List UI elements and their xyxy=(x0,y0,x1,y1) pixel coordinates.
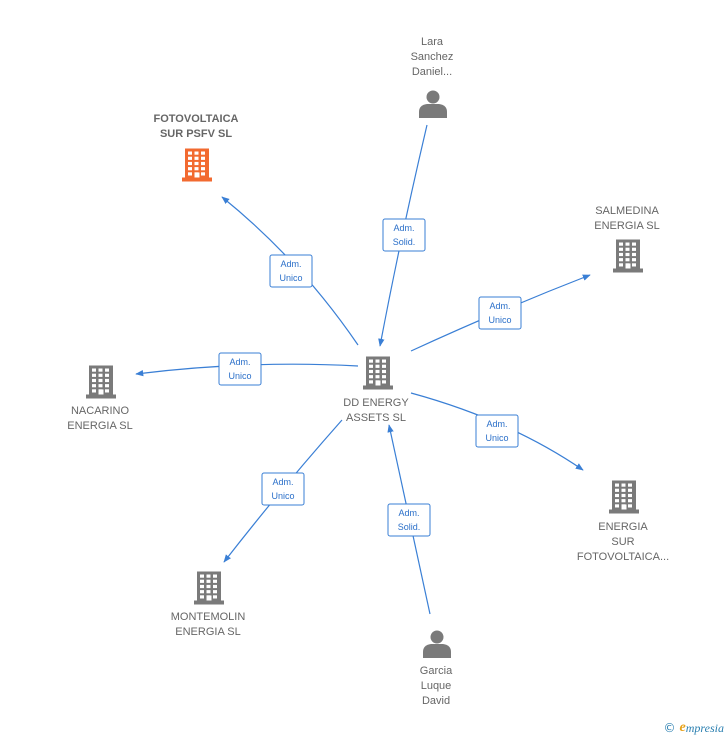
edge-label-box[interactable] xyxy=(218,352,262,386)
edges-layer: Adm.UnicoAdm.Solid.Adm.UnicoAdm.UnicoAdm… xyxy=(135,124,591,615)
node-label-line: DD ENERGY xyxy=(343,397,409,409)
node-energia_sur[interactable]: ENERGIA SUR FOTOVOLTAICA... xyxy=(577,480,669,564)
edge-label-box[interactable] xyxy=(269,254,313,288)
building-icon xyxy=(182,148,212,182)
node-label-line: NACARINO xyxy=(71,405,130,417)
copyright-icon: © xyxy=(663,721,676,735)
node-label-line: ENERGIA SL xyxy=(594,220,659,232)
node-label-line: FOTOVOLTAICA xyxy=(154,113,239,125)
building-icon xyxy=(86,365,116,399)
edge-label-line: Unico xyxy=(485,433,508,443)
brand-initial: e xyxy=(679,720,686,735)
edge-center-fotovoltaica[interactable]: Adm. Unico xyxy=(221,196,359,346)
node-label-line: ENERGIA SL xyxy=(175,626,240,638)
node-label-line: SUR PSFV SL xyxy=(160,128,232,140)
node-label-line: Daniel... xyxy=(412,66,452,78)
building-icon xyxy=(609,480,639,514)
edge-label-line: Adm. xyxy=(398,508,419,518)
edge-label-line: Adm. xyxy=(489,301,510,311)
edge-label-line: Adm. xyxy=(280,259,301,269)
node-fotovoltaica[interactable]: FOTOVOLTAICA SUR PSFV SL xyxy=(154,113,239,182)
building-icon xyxy=(363,356,393,390)
edge-label-box[interactable] xyxy=(261,472,305,506)
node-label-line: FOTOVOLTAICA... xyxy=(577,551,669,563)
node-nacarino[interactable]: NACARINO ENERGIA SL xyxy=(67,365,133,433)
node-label-line: SUR xyxy=(611,536,634,548)
edge-label-line: Solid. xyxy=(398,522,421,532)
edge-center-salmedina[interactable]: Adm. Unico xyxy=(410,274,591,352)
edge-garcia-center[interactable]: Adm. Solid. xyxy=(387,424,431,615)
node-label-line: ENERGIA xyxy=(598,521,648,533)
empresia-watermark[interactable]: © e mpresia xyxy=(664,720,724,736)
node-label-line: Garcia xyxy=(420,665,453,677)
edge-label-box[interactable] xyxy=(382,218,426,252)
node-label-line: ASSETS SL xyxy=(346,412,406,424)
edge-label-line: Adm. xyxy=(486,419,507,429)
person-icon xyxy=(419,90,447,118)
edge-label-line: Solid. xyxy=(393,237,416,247)
edge-center-energia_sur[interactable]: Adm. Unico xyxy=(410,392,584,471)
building-icon xyxy=(194,571,224,605)
edge-label-box[interactable] xyxy=(478,296,522,330)
person-icon xyxy=(423,630,451,658)
building-icon xyxy=(613,239,643,273)
edge-label-line: Adm. xyxy=(229,357,250,367)
nodes-layer: DD ENERGY ASSETS SL FOTOVOLTAICA SUR PSFV S… xyxy=(67,36,669,707)
edge-label-line: Unico xyxy=(279,273,302,283)
node-salmedina[interactable]: SALMEDINA ENERGIA SL xyxy=(594,205,660,273)
node-label-line: Luque xyxy=(421,680,452,692)
edge-lara-center[interactable]: Adm. Solid. xyxy=(378,124,428,347)
node-label-line: David xyxy=(422,695,450,707)
edge-label-line: Unico xyxy=(228,371,251,381)
node-center[interactable]: DD ENERGY ASSETS SL xyxy=(343,356,409,425)
brand-name: mpresia xyxy=(685,720,724,735)
edge-center-montemolin[interactable]: Adm. Unico xyxy=(223,419,343,563)
node-label-line: Lara xyxy=(421,36,444,48)
edge-label-line: Adm. xyxy=(272,477,293,487)
edge-label-line: Unico xyxy=(271,491,294,501)
node-label-line: ENERGIA SL xyxy=(67,420,132,432)
edge-label-line: Adm. xyxy=(393,223,414,233)
edge-center-nacarino[interactable]: Adm. Unico xyxy=(135,352,359,386)
node-label-line: SALMEDINA xyxy=(595,205,659,217)
node-label-line: Sanchez xyxy=(411,51,454,63)
node-montemolin[interactable]: MONTEMOLIN ENERGIA SL xyxy=(171,571,246,639)
edge-label-box[interactable] xyxy=(475,414,519,448)
node-label-line: MONTEMOLIN xyxy=(171,611,246,623)
edge-label-box[interactable] xyxy=(387,503,431,537)
edge-label-line: Unico xyxy=(488,315,511,325)
node-lara[interactable]: LaraSanchezDaniel... xyxy=(411,36,454,118)
